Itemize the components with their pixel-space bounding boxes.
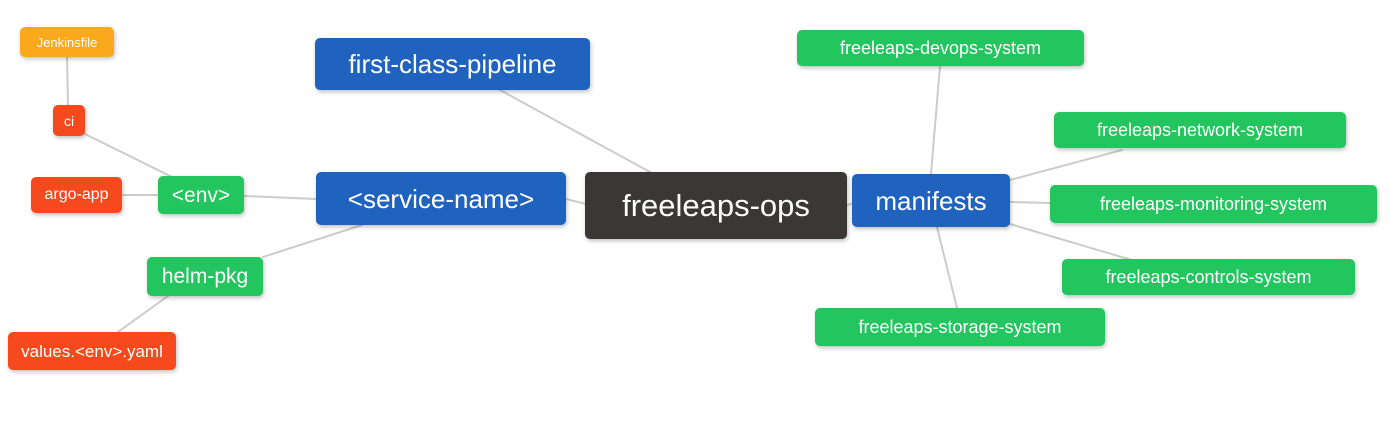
edge-manifests-to-freeleaps-controls-system bbox=[1009, 223, 1136, 262]
mindmap-node-service-name[interactable]: <service-name> bbox=[316, 172, 566, 225]
node-label: freeleaps-storage-system bbox=[858, 317, 1062, 337]
node-label: Jenkinsfile bbox=[36, 34, 98, 50]
node-label: argo-app bbox=[44, 186, 109, 203]
node-label: <service-name> bbox=[347, 183, 535, 214]
mindmap-node-freeleaps-monitoring-system[interactable]: freeleaps-monitoring-system bbox=[1050, 185, 1377, 223]
mindmap-node-values-env-yaml[interactable]: values.<env>.yaml bbox=[8, 332, 176, 370]
edge-jenkinsfile-to-ci bbox=[66, 56, 69, 106]
node-label: helm-pkg bbox=[161, 265, 249, 288]
mindmap-node-freeleaps-storage-system[interactable]: freeleaps-storage-system bbox=[815, 308, 1105, 346]
edge-values-env-yaml-to-helm-pkg bbox=[117, 295, 169, 333]
edge-manifests-to-freeleaps-storage-system bbox=[936, 226, 958, 309]
node-label: freeleaps-controls-system bbox=[1105, 267, 1312, 287]
mindmap-node-freeleaps-devops-system[interactable]: freeleaps-devops-system bbox=[797, 30, 1084, 66]
edge-first-class-pipeline-to-freeleaps-ops bbox=[499, 89, 651, 173]
node-label: freeleaps-monitoring-system bbox=[1099, 194, 1328, 214]
mindmap-node-freeleaps-network-system[interactable]: freeleaps-network-system bbox=[1054, 112, 1346, 148]
mindmap-node-freeleaps-controls-system[interactable]: freeleaps-controls-system bbox=[1062, 259, 1355, 295]
mindmap-node-manifests[interactable]: manifests bbox=[852, 174, 1010, 227]
node-label: first-class-pipeline bbox=[348, 49, 557, 79]
node-label: freeleaps-ops bbox=[622, 188, 810, 223]
node-label: values.<env>.yaml bbox=[21, 341, 163, 361]
edge-manifests-to-freeleaps-network-system bbox=[1009, 149, 1123, 181]
edge-manifests-to-freeleaps-monitoring-system bbox=[1009, 201, 1051, 204]
mindmap-node-env[interactable]: <env> bbox=[158, 176, 244, 214]
mindmap-node-first-class-pipeline[interactable]: first-class-pipeline bbox=[315, 38, 590, 90]
edge-env-to-service-name bbox=[243, 195, 317, 200]
edge-helm-pkg-to-service-name bbox=[262, 224, 363, 258]
mindmap-node-helm-pkg[interactable]: helm-pkg bbox=[147, 257, 263, 296]
edge-manifests-to-freeleaps-devops-system bbox=[930, 65, 941, 175]
mindmap-node-jenkinsfile[interactable]: Jenkinsfile bbox=[20, 27, 114, 57]
mindmap-node-freeleaps-ops[interactable]: freeleaps-ops bbox=[585, 172, 847, 239]
node-label: freeleaps-network-system bbox=[1096, 120, 1304, 140]
mindmap-node-argo-app[interactable]: argo-app bbox=[31, 177, 122, 213]
node-label: <env> bbox=[171, 183, 231, 207]
edge-ci-to-env bbox=[84, 133, 173, 178]
node-label: freeleaps-devops-system bbox=[839, 38, 1042, 58]
mindmap-node-ci[interactable]: ci bbox=[53, 105, 85, 136]
node-label: ci bbox=[63, 112, 75, 129]
node-label: manifests bbox=[875, 185, 987, 216]
